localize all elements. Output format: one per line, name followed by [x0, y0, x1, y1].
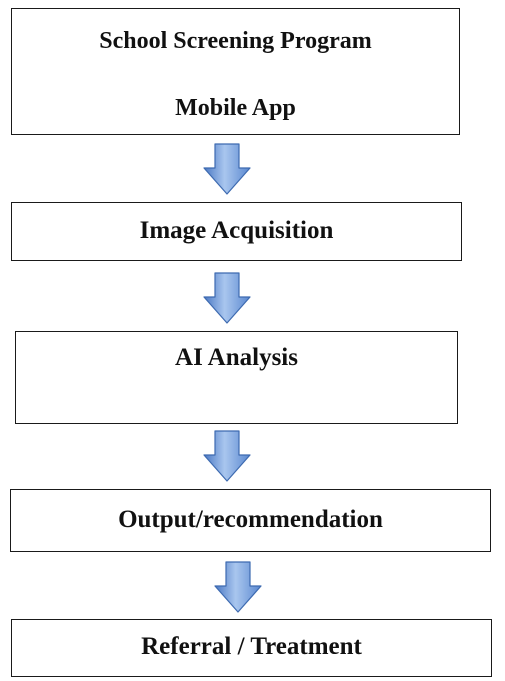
down-arrow-icon [203, 143, 251, 195]
step-box-referral-treatment: Referral / Treatment [11, 619, 492, 677]
step-label: Image Acquisition [139, 217, 334, 244]
step-label: AI Analysis [175, 344, 298, 371]
step-box-school-screening-program: School Screening Program Mobile App [11, 8, 460, 135]
step-box-output-recommendation: Output/recommendation [10, 489, 491, 552]
down-arrow-icon [214, 561, 262, 613]
step-label: Output/recommendation [118, 506, 383, 533]
step-box-ai-analysis: AI Analysis [15, 331, 458, 424]
step-box-image-acquisition: Image Acquisition [11, 202, 462, 261]
step-label: Mobile App [175, 95, 296, 121]
step-label: School Screening Program [99, 28, 372, 54]
step-label: Referral / Treatment [141, 633, 362, 660]
down-arrow-icon [203, 430, 251, 482]
down-arrow-icon [203, 272, 251, 324]
